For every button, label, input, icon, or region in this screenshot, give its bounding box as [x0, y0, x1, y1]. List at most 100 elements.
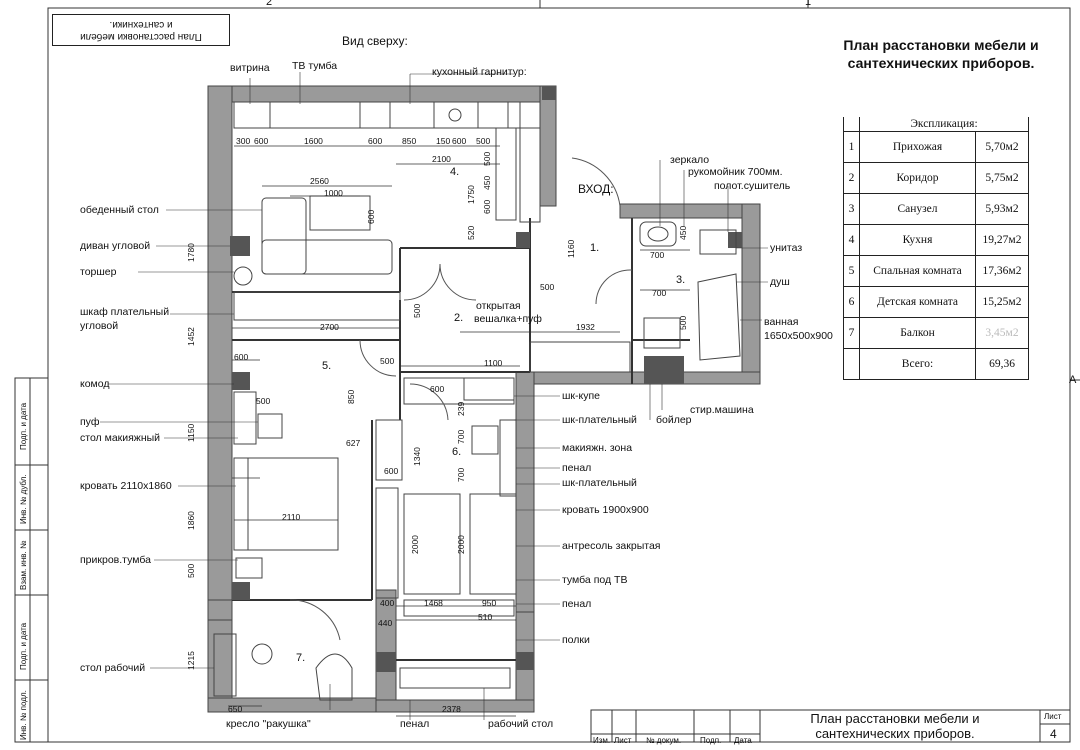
explication-table: Экспликация: 1 Прихожая 5,70м2 2 Коридор…	[843, 117, 1029, 380]
dim-1860-v: 1860	[186, 511, 196, 530]
callout-shower: душ	[770, 276, 790, 288]
dim-520-v: 520	[466, 225, 476, 240]
bedroom-furniture	[233, 391, 403, 599]
callout-closed-mezzanine: антресоль закрытая	[562, 540, 661, 552]
explication-num: 2	[843, 162, 860, 194]
room-number-7: 7.	[296, 652, 306, 664]
dim-600-a: 600	[254, 136, 269, 146]
explication-room: Коридор	[859, 162, 976, 194]
explication-num: 5	[843, 255, 860, 287]
explication-row: 6 Детская комната 15,25м2	[843, 286, 1029, 318]
side-stamp-cell: Подп. и дата	[19, 402, 28, 450]
dim-700-a: 700	[650, 250, 665, 260]
explication-header: Экспликация:	[859, 117, 1029, 132]
tb-sheet-number: 4	[1050, 727, 1057, 741]
top-stamp: План расстановки мебели и сантехники.	[52, 14, 230, 46]
callout-bathtub-2: 1650x500x900	[764, 330, 833, 342]
dim-1100: 1100	[484, 358, 503, 368]
explication-area: 3,45м2	[975, 317, 1029, 349]
explication-header-row: Экспликация:	[843, 117, 1029, 132]
hanger-label-1: открытая	[476, 300, 521, 312]
callout-corner-sofa: диван угловой	[80, 240, 151, 252]
title-block-frame	[590, 709, 1071, 743]
dim-2700: 2700	[320, 322, 339, 332]
explication-area: 5,70м2	[975, 131, 1029, 163]
dim-1452-v: 1452	[186, 327, 196, 346]
dim-850: 850	[402, 136, 417, 146]
explication-total-label: Всего:	[859, 348, 976, 380]
tb-sheet-label: Лист	[1044, 712, 1062, 721]
dim-1150-v: 1150	[186, 423, 196, 442]
dim-1340-v: 1340	[412, 447, 422, 466]
dim-1750-v: 1750	[466, 185, 476, 204]
callout-tv-stand: тумба под ТВ	[562, 574, 628, 586]
dim-500-a: 500	[476, 136, 491, 146]
dim-700-b: 700	[652, 288, 667, 298]
row-mark-a: A	[1069, 374, 1077, 386]
plan-title: План расстановки мебели и сантехнических…	[836, 36, 1046, 72]
explication-area: 15,25м2	[975, 286, 1029, 318]
dim-450-v: 450	[482, 175, 492, 190]
explication-row: 3 Санузел 5,93м2	[843, 193, 1029, 225]
dim-2110: 2110	[282, 512, 301, 522]
dim-500-v2: 500	[186, 563, 196, 578]
dim-1932: 1932	[576, 322, 595, 332]
dim-1215-v: 1215	[186, 651, 196, 670]
dim-850-v: 850	[346, 389, 356, 404]
room-number-5: 5.	[322, 360, 332, 372]
explication-row: 1 Прихожая 5,70м2	[843, 131, 1029, 163]
callout-tv-tumba: ТВ тумба	[292, 60, 338, 72]
dimension-lines	[228, 145, 690, 717]
callout-coupe-wardrobe: шк-купе	[562, 390, 601, 402]
room-number-2: 2.	[454, 312, 464, 324]
plan-title-line-1: План расстановки мебели и	[843, 37, 1039, 53]
column-mark-2: 2	[266, 0, 273, 8]
explication-num: 6	[843, 286, 860, 318]
dim-300: 300	[236, 136, 251, 146]
explication-total-value: 69,36	[975, 348, 1029, 380]
callout-shell-chair: кресло "ракушка"	[226, 718, 311, 730]
explication-header-blank	[843, 117, 860, 132]
explication-room: Балкон	[859, 317, 976, 349]
explication-room: Прихожая	[859, 131, 976, 163]
dim-700-v2: 700	[456, 467, 466, 482]
callout-bed-kid: кровать 1900x900	[562, 504, 649, 516]
callout-bedside: прикров.тумба	[80, 554, 151, 566]
dim-2378: 2378	[442, 704, 461, 714]
room-number-6: 6.	[452, 446, 462, 458]
dim-2560: 2560	[310, 176, 329, 186]
tb-col-sign: Подп.	[700, 736, 722, 745]
explication-total-row: Всего: 69,36	[843, 348, 1029, 380]
callout-pencil-case: пенал	[562, 462, 592, 474]
tb-col-doc: № докум.	[646, 736, 682, 745]
callout-makeup-table: стол макияжный	[80, 432, 161, 444]
explication-row: 7 Балкон 3,45м2	[843, 317, 1029, 349]
column-mark-1: 1	[805, 0, 812, 8]
dim-600-b: 600	[368, 136, 383, 146]
callout-corner-wardrobe-1: шкаф плательный	[80, 306, 170, 318]
top-stamp-line-1: План расстановки мебели	[80, 31, 202, 42]
side-stamp-cell: Инв. № дубл.	[19, 474, 28, 524]
dim-440: 440	[378, 618, 393, 628]
dim-239-v: 239	[456, 401, 466, 416]
explication-num: 7	[843, 317, 860, 349]
side-stamp-cell: Подп. и дата	[19, 622, 28, 670]
dim-400: 400	[380, 598, 395, 608]
callout-work-table-bottom: рабочий стол	[488, 718, 554, 730]
dim-500-v-corr: 500	[412, 303, 422, 318]
explication-area: 5,75м2	[975, 162, 1029, 194]
dim-600-v2: 600	[482, 199, 492, 214]
dim-1780-v: 1780	[186, 243, 196, 262]
dim-2000-a: 2000	[410, 535, 420, 554]
balcony-furniture	[213, 633, 511, 701]
callout-pencil-case-bottom: пенал	[400, 718, 430, 730]
dim-500-c: 500	[678, 315, 688, 330]
dim-2100: 2100	[432, 154, 451, 164]
room-number-1: 1.	[590, 242, 600, 254]
columns	[230, 86, 742, 672]
explication-row: 2 Коридор 5,75м2	[843, 162, 1029, 194]
callout-mirror: зеркало	[670, 154, 710, 166]
side-stamp-cell: Инв. № подл.	[19, 690, 28, 740]
callout-pencil-case-2: пенал	[562, 598, 592, 610]
